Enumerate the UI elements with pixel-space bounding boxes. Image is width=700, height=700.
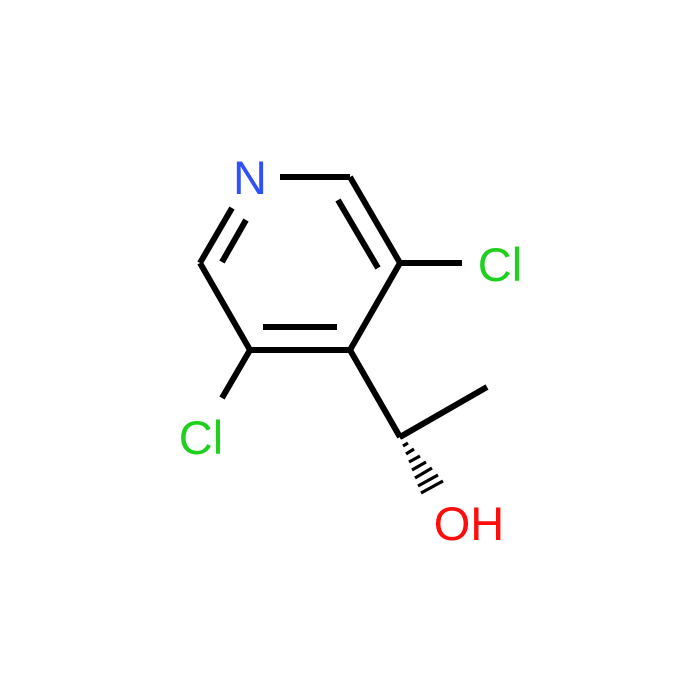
hashed-wedge-bond — [399, 435, 444, 495]
bond-c3-c4 — [347, 261, 403, 352]
chlorine-left-label: Cl — [179, 411, 223, 464]
bond-c5-cl — [219, 348, 253, 400]
bond-c5-c6 — [197, 261, 253, 352]
bond-c4-chiral — [347, 348, 403, 439]
chlorine-right-label: Cl — [478, 238, 522, 291]
bond-c2-c3 — [347, 175, 403, 265]
bond-c2-c3-inner — [335, 198, 381, 270]
nitrogen-label: N — [233, 151, 267, 204]
bond-chiral-methyl — [398, 384, 489, 440]
hydroxyl-label: OH — [434, 497, 505, 550]
bond-c6-n — [197, 206, 235, 265]
pyridine-ring — [197, 174, 403, 353]
bond-c6-n-inner — [219, 218, 249, 264]
